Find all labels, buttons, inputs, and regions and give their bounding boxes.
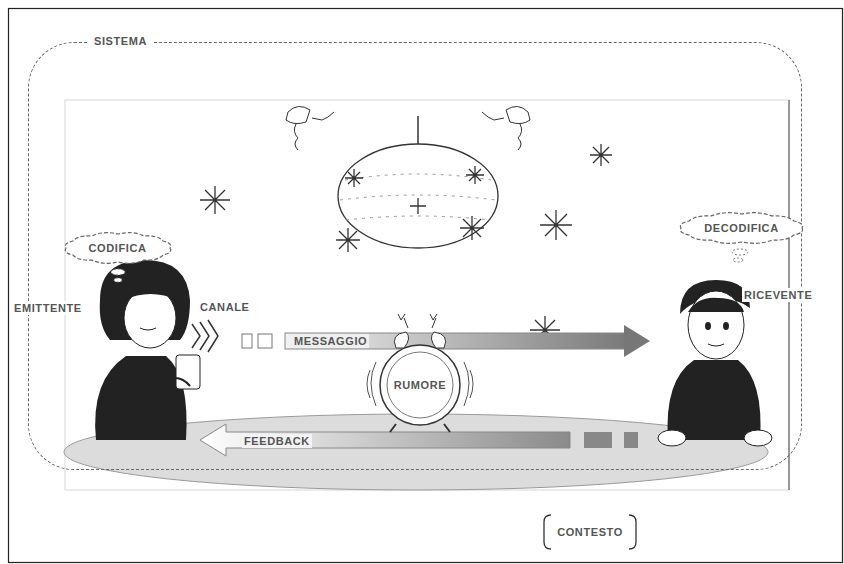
part-label: RICEVENTE [742,288,814,302]
alarm-clock [394,332,445,348]
woman-figure [95,260,200,440]
man-figure [658,430,686,446]
alarm-clock [387,352,453,418]
star [466,166,484,184]
part-label: EMITTENTE [12,301,84,315]
thought-bubble [733,258,743,262]
disco-ball [417,116,419,145]
man-figure [688,291,744,359]
disco-ball [340,174,496,220]
alarm-clock [398,314,437,320]
man-figure [723,322,729,330]
spotlight [482,112,504,120]
message-arrow [624,325,650,357]
node-text: SISTEMA [89,34,152,48]
part-label: FEEDBACK [242,434,312,448]
cloud-outline [680,212,802,243]
star [200,144,612,344]
message-arrow [258,334,272,348]
part-label: RUMORE [392,378,449,392]
woman-figure [95,356,186,440]
man-figure [688,298,744,312]
context-bracket: CONTESTO [543,514,637,550]
spotlight [286,106,310,123]
thought-cloud: CODIFICA [65,233,171,263]
woman-figure [140,328,156,330]
thought-bubble [114,278,122,282]
spotlight [506,106,530,123]
system-boundary: SISTEMACODIFICADECODIFICA [28,42,802,470]
frame [9,9,843,563]
part-label: MESSAGGIO [292,334,369,348]
part-label: CANALE [198,300,251,314]
alarm-clock [404,318,436,328]
man-figure [705,322,711,330]
disco-ball [338,144,498,248]
thought-bubble [732,249,748,255]
thought-bubble [111,269,125,275]
frame [9,9,843,563]
man-figure [668,360,761,440]
node-text: DECODIFICA [704,221,778,235]
channel-waves [192,324,200,348]
woman-figure [124,286,178,300]
message-arrow [242,325,650,357]
node-text: CODIFICA [89,241,147,255]
alarm-clock [380,345,460,425]
woman-figure [166,378,190,386]
thought-bubble [111,249,748,282]
feedback-arrow [200,424,570,456]
star [336,228,360,252]
channel-waves [208,320,218,352]
spotlight [312,112,334,120]
channel-waves [192,320,218,352]
man-figure [744,430,772,446]
message-arrow [242,334,252,348]
message-arrow [285,333,625,349]
star [590,144,612,166]
node-text: CONTESTO [557,525,623,539]
feedback-arrow [200,424,638,456]
alarm-clock [390,424,450,432]
frame [65,100,789,490]
feedback-arrow [624,432,638,448]
man-figure [708,344,724,346]
star [200,186,230,214]
channel-waves [200,322,209,350]
bracket-outline [544,515,636,549]
woman-figure [124,288,176,348]
cloud-outline [65,232,170,263]
spotlight [518,124,522,150]
star [460,216,484,240]
spotlight [294,124,298,150]
thought-cloud: DECODIFICA [680,213,803,243]
spotlight [286,106,530,150]
disco-ball [338,116,498,248]
star [410,198,426,214]
man-figure [658,280,772,446]
star [345,169,363,187]
feedback-arrow [584,432,612,448]
star [540,210,572,240]
alarm-clock [367,314,473,432]
